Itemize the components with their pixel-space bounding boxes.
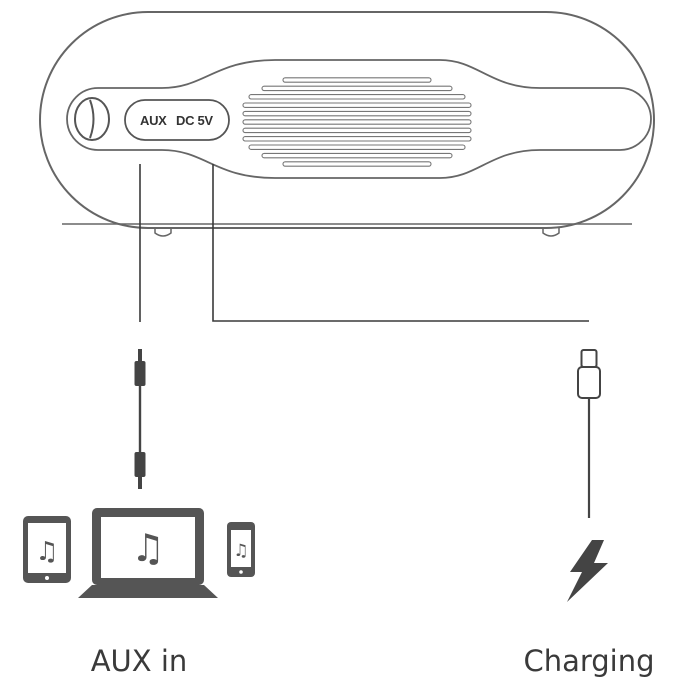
usb-cable bbox=[578, 350, 600, 518]
usb-plug-body bbox=[578, 367, 600, 398]
aux-plug-bottom bbox=[135, 452, 146, 477]
speaker-knob bbox=[75, 98, 109, 140]
music-note-icon: ♫ bbox=[35, 537, 58, 567]
laptop-base bbox=[78, 585, 218, 598]
connection-lines bbox=[140, 164, 589, 322]
grille-slot bbox=[249, 145, 465, 149]
dc-port-label: DC 5V bbox=[176, 113, 213, 128]
grille-slot bbox=[249, 95, 465, 99]
grille-slot bbox=[283, 162, 431, 166]
grille-slot bbox=[243, 128, 471, 132]
phone-device: ♫ bbox=[227, 522, 255, 577]
aux-plug-tip bbox=[138, 349, 142, 361]
grille-slot bbox=[243, 103, 471, 107]
music-note-icon: ♫ bbox=[131, 526, 165, 570]
speaker-grille bbox=[243, 78, 471, 166]
aux-in-caption: AUX in bbox=[91, 644, 188, 678]
usb-plug-tip bbox=[582, 350, 597, 367]
grille-slot bbox=[262, 86, 452, 90]
grille-slot bbox=[262, 153, 452, 157]
tablet-device: ♫ bbox=[23, 516, 71, 583]
grille-slot bbox=[283, 78, 431, 82]
grille-slot bbox=[243, 137, 471, 141]
dc-route-line bbox=[213, 164, 589, 321]
lightning-bolt-icon bbox=[567, 540, 608, 602]
speaker: AUX DC 5V bbox=[40, 12, 654, 236]
speaker-foot-right bbox=[543, 228, 559, 236]
laptop-device: ♫ bbox=[78, 508, 218, 598]
music-note-icon: ♫ bbox=[233, 541, 248, 561]
grille-slot bbox=[243, 120, 471, 124]
aux-cable bbox=[135, 349, 146, 489]
charging-caption: Charging bbox=[523, 644, 654, 678]
aux-plug-top bbox=[135, 361, 146, 386]
speaker-foot-left bbox=[155, 228, 171, 236]
aux-plug-bottom-tip bbox=[138, 477, 142, 489]
grille-slot bbox=[243, 111, 471, 115]
aux-port-label: AUX bbox=[140, 113, 167, 128]
